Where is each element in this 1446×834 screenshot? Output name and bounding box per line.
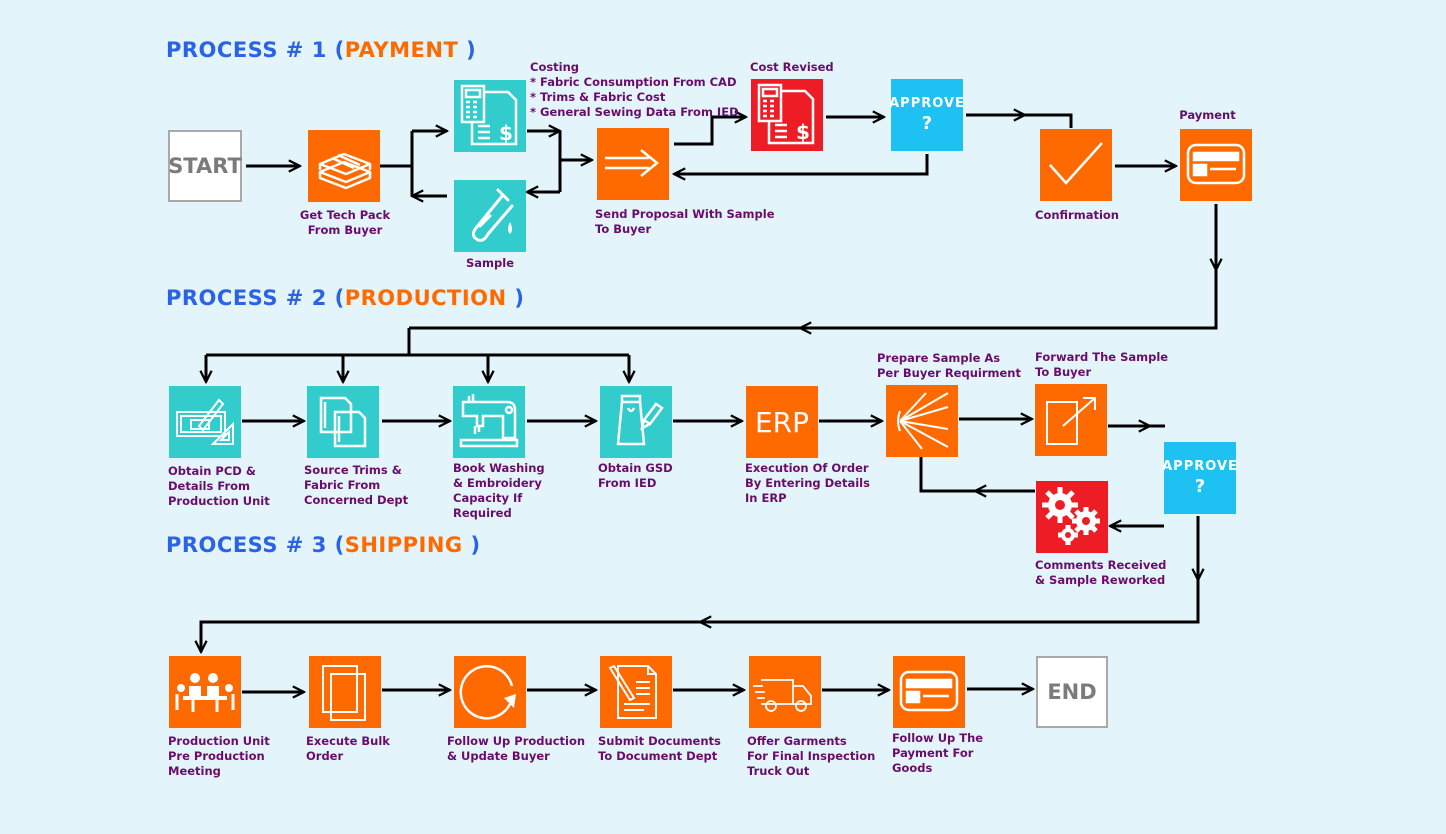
source-trims-label: Source Trims & Fabric From Concerned Dep…: [304, 463, 409, 507]
send-proposal-label: Send Proposal With Sample To Buyer: [595, 207, 775, 236]
payment-card-icon: [899, 670, 959, 712]
send-proposal-node: [597, 128, 669, 200]
document-pen-icon: [608, 664, 657, 719]
svg-text:$: $: [499, 121, 513, 145]
bulk-order-label: Execute Bulk Order: [306, 734, 390, 763]
calculator-invoice-icon: $: [757, 83, 815, 145]
connector-to-process2: [800, 268, 1218, 328]
pp-meeting-node: [169, 656, 241, 728]
obtain-gsd-label: Obtain GSD From IED: [598, 461, 673, 490]
stacked-pages-icon: [322, 665, 366, 721]
sample-node: [454, 180, 526, 252]
cost-revised-node: $: [751, 79, 823, 151]
submit-docs-node: [600, 656, 672, 728]
end-node: END: [1036, 656, 1108, 728]
erp-label: Execution Of Order By Entering Details I…: [745, 461, 870, 505]
test-tube-icon: [471, 188, 514, 242]
connector-comments-prepare: [919, 456, 1035, 493]
prepare-sample-node: [886, 385, 958, 457]
bulk-order-node: [309, 656, 381, 728]
prepare-sample-label: Prepare Sample As Per Buyer Requirment: [877, 351, 1021, 380]
garment-pen-icon: [616, 394, 664, 446]
drafting-tools-icon: [176, 398, 234, 445]
documents-icon: [319, 396, 367, 448]
obtain-pcd-label: Obtain PCD & Details From Production Uni…: [168, 464, 270, 508]
comments-node: [1036, 481, 1108, 553]
approve-question-mark: ?: [921, 113, 933, 134]
meeting-table-icon: [175, 673, 235, 712]
connector-approve-confirm: [966, 113, 1073, 128]
send-arrow-icon: [605, 149, 659, 177]
follow-up-label: Follow Up Production & Update Buyer: [447, 734, 586, 763]
book-washing-label: Book Washing & Embroidery Capacity If Re…: [453, 461, 545, 520]
source-trims-node: [307, 386, 379, 458]
process-title-payment: PROCESS # 1 (PAYMENT ): [166, 38, 477, 62]
approve-question-mark: ?: [1194, 476, 1206, 497]
calculator-invoice-icon: $: [460, 84, 518, 146]
follow-payment-node: [893, 656, 965, 728]
fan-rays-icon: [897, 392, 949, 450]
book-washing-node: [453, 386, 525, 458]
forward-sample-node: [1035, 384, 1107, 456]
obtain-pcd-node: [169, 386, 241, 458]
comments-label: Comments Received & Sample Reworked: [1035, 558, 1167, 587]
approve-text: APPROVE: [1162, 459, 1238, 474]
approve-text: APPROVE: [889, 96, 965, 111]
process-title-production: PROCESS # 2 (PRODUCTION ): [166, 286, 525, 310]
start-node: START: [168, 130, 242, 202]
confirmation-label: Confirmation: [1035, 208, 1119, 222]
costing-node: $: [454, 80, 526, 152]
approve-node-payment: APPROVE ?: [889, 79, 965, 151]
payment-node: [1180, 129, 1252, 201]
sample-label: Sample: [466, 256, 514, 270]
connector-process3-drop: [201, 620, 700, 652]
payment-card-icon: [1186, 143, 1246, 185]
tech-pack-label: Get Tech Pack From Buyer: [299, 208, 391, 237]
pp-meeting-label: Production Unit Pre Production Meeting: [168, 734, 270, 778]
connector-to-process3: [700, 578, 1200, 622]
offer-garments-label: Offer Garments For Final Inspection Truc…: [747, 734, 876, 778]
payment-label: Payment: [1179, 108, 1236, 122]
delivery-truck-icon: [753, 679, 812, 712]
check-mark-icon: [1049, 142, 1103, 185]
submit-docs-label: Submit Documents To Document Dept: [598, 734, 721, 763]
svg-text:$: $: [796, 120, 810, 144]
cost-revised-label: Cost Revised: [750, 60, 834, 74]
erp-node: ERP: [746, 386, 818, 458]
refresh-circle-icon: [459, 665, 516, 720]
gears-icon: [1042, 487, 1100, 545]
offer-garments-node: [749, 656, 821, 728]
forward-document-icon: [1046, 397, 1096, 445]
process-title-shipping: PROCESS # 3 (SHIPPING ): [166, 533, 481, 557]
sewing-machine-icon: [459, 394, 519, 448]
follow-up-node: [454, 656, 526, 728]
tech-pack-node: [308, 130, 380, 202]
confirmation-node: [1040, 129, 1112, 201]
follow-payment-label: Follow Up The Payment For Goods: [892, 731, 984, 775]
obtain-gsd-node: [600, 386, 672, 458]
connector-approve-back: [674, 154, 929, 174]
costing-label: Costing * Fabric Consumption From CAD * …: [530, 60, 739, 119]
forward-sample-label: Forward The Sample To Buyer: [1035, 350, 1169, 379]
approve-node-sample: APPROVE ?: [1162, 442, 1238, 514]
folded-fabric-stack-icon: [318, 152, 372, 190]
connector-proposal-costrevised: [674, 117, 746, 146]
